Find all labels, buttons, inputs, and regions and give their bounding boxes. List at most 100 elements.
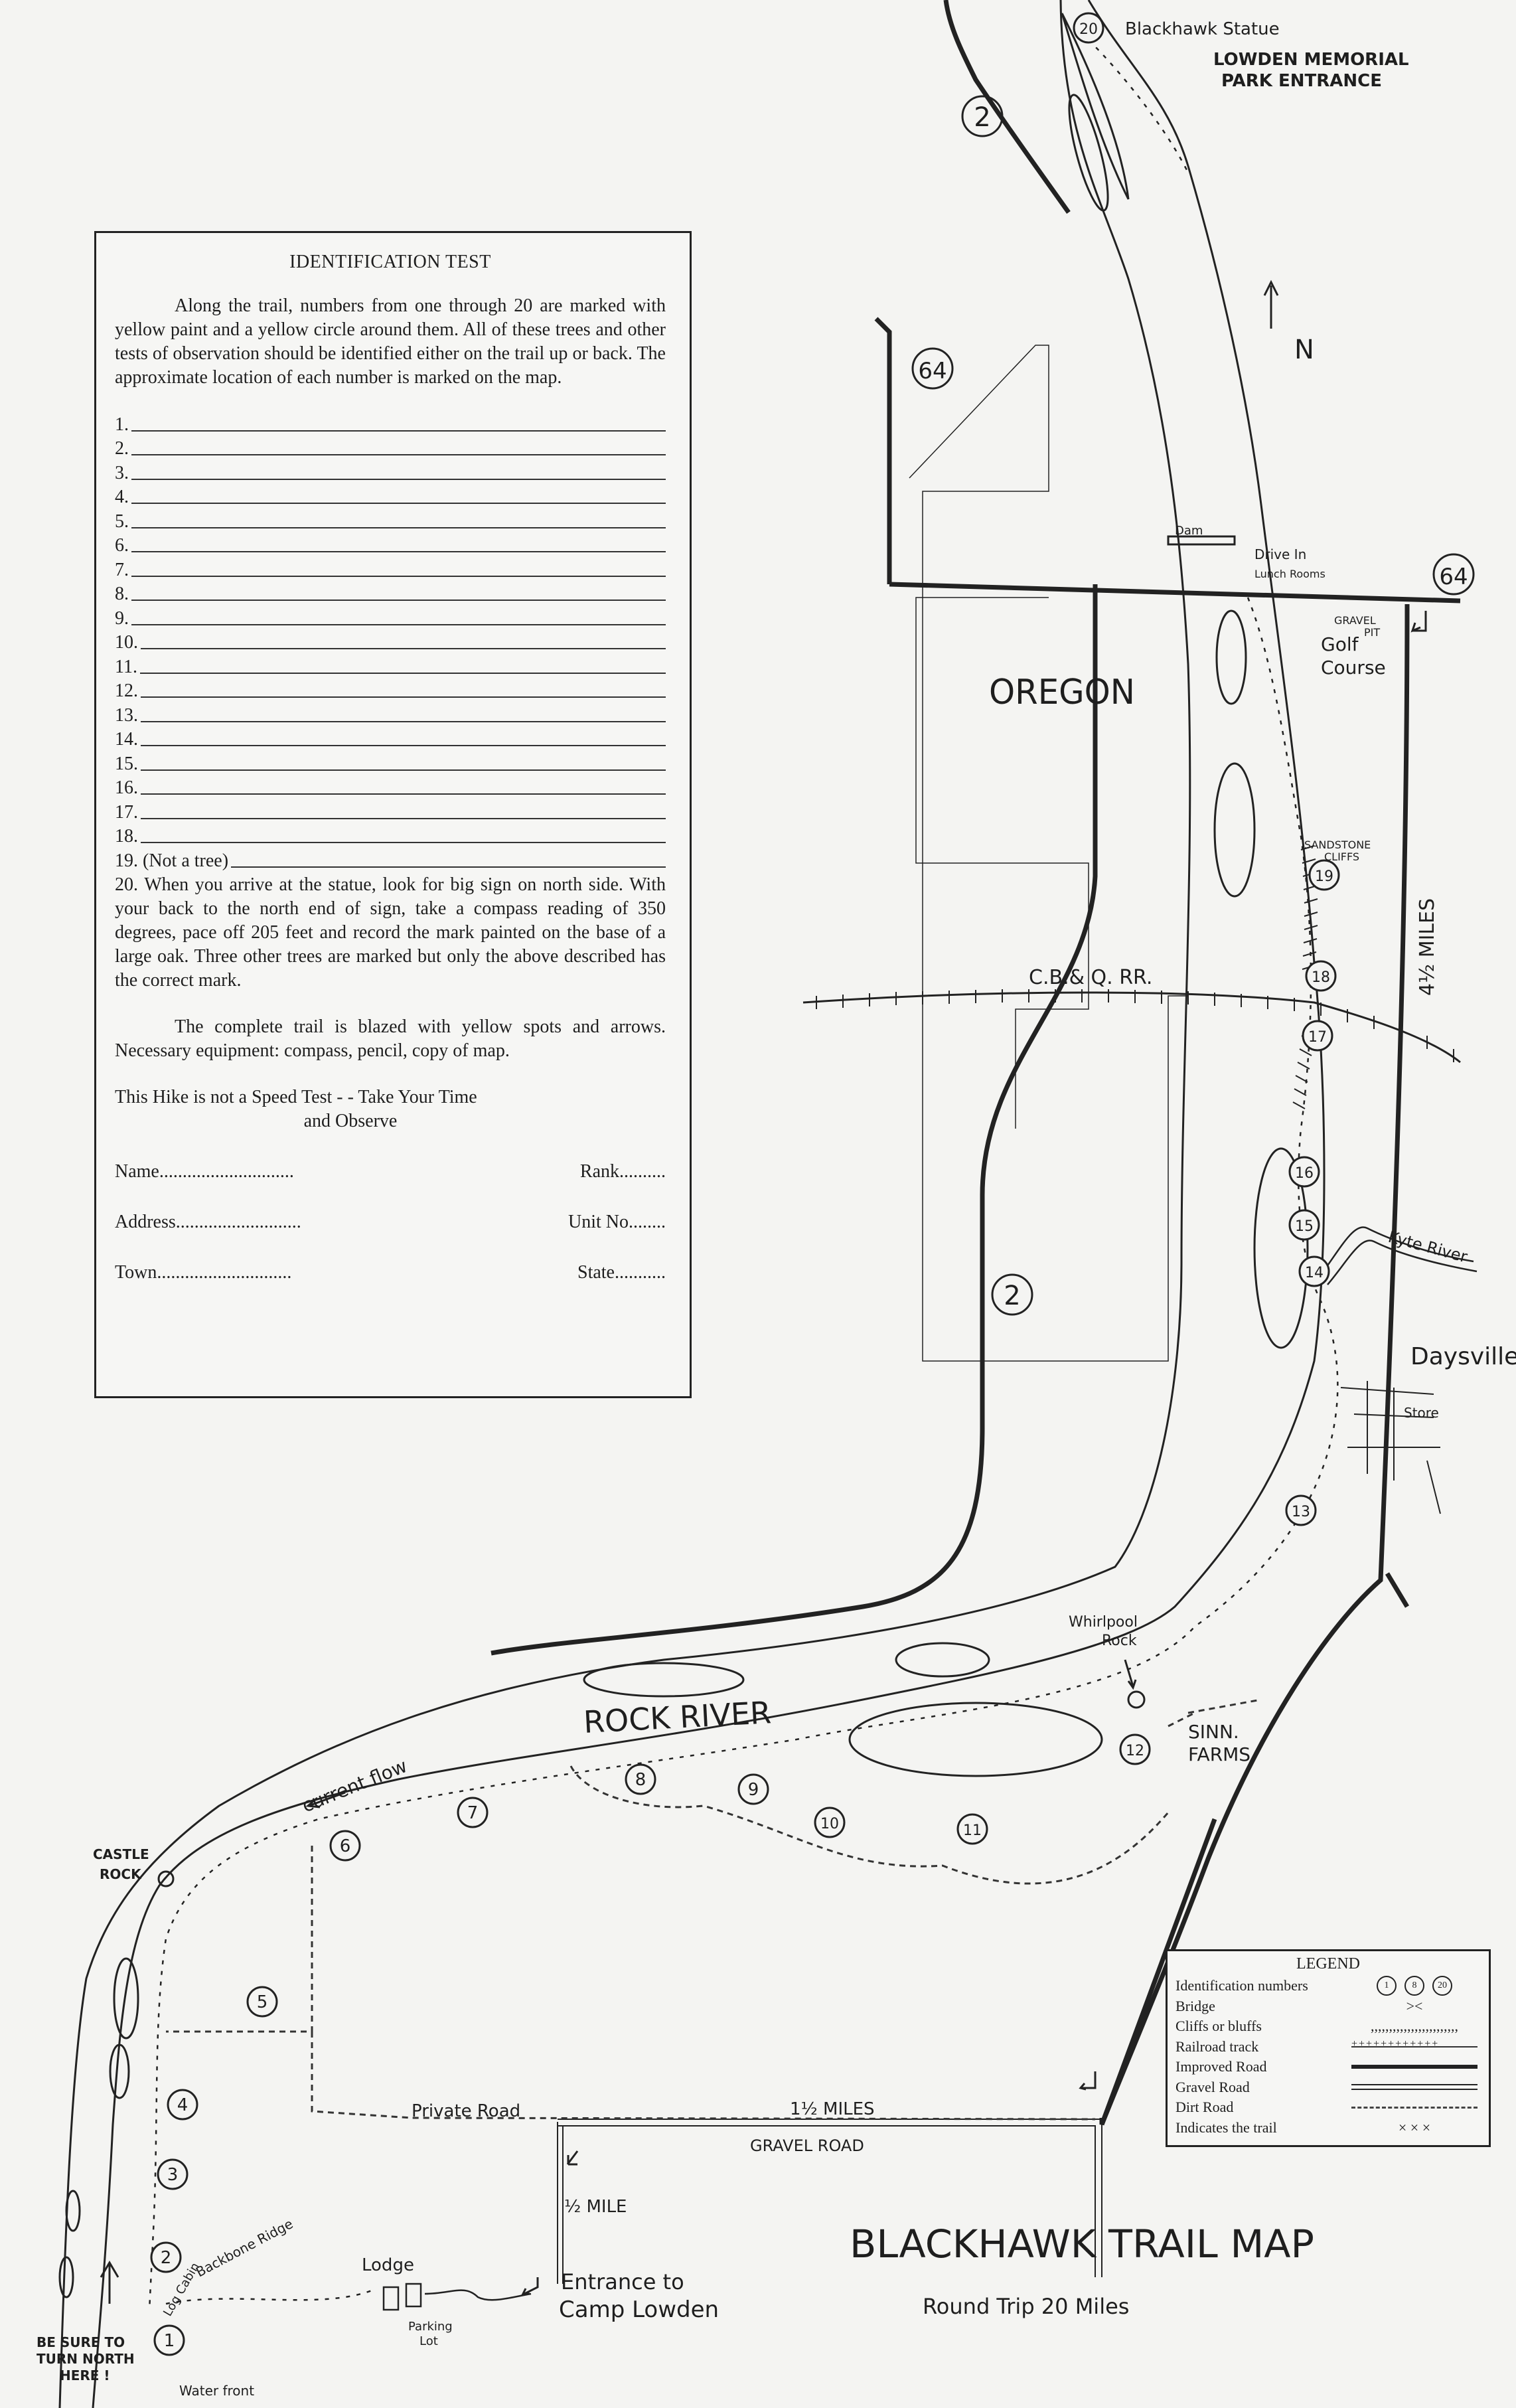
id-marker-circle — [1285, 1494, 1317, 1526]
id-marker-number: 8 — [635, 1770, 646, 1790]
answer-line[interactable]: 11. — [115, 655, 666, 679]
label-lodge: Lodge — [362, 2255, 414, 2275]
dam — [1167, 535, 1236, 546]
river-east-bank — [92, 0, 1326, 2408]
township-line — [909, 345, 1188, 1362]
east-road — [1099, 603, 1410, 2126]
answer-blank[interactable] — [131, 600, 666, 601]
label-gravel-road: GRAVEL ROAD — [750, 2136, 864, 2155]
id-marker-circle — [625, 1763, 656, 1795]
gravel-road-icon — [1351, 2084, 1478, 2091]
id-test-item-20: 20. When you arrive at the statue, look … — [115, 874, 666, 991]
label-half-mile: ½ MILE — [564, 2197, 627, 2217]
legend-title: LEGEND — [1296, 1955, 1360, 1972]
label-gravel-pit-2: PIT — [1364, 626, 1380, 639]
id-marker-number: 12 — [1126, 1743, 1144, 1759]
legend-row-cliffs: Cliffs or bluffs ,,,,,,,,,,,,,,,,,,,,,,,… — [1175, 2016, 1481, 2037]
answer-blank[interactable] — [131, 623, 666, 625]
id-marker-circle — [1305, 960, 1337, 992]
answer-blank[interactable] — [141, 769, 666, 771]
answer-line[interactable]: 12. — [115, 679, 666, 704]
improved-roads — [491, 0, 1461, 2126]
legend-label: Dirt Road — [1175, 2099, 1234, 2116]
id-test-intro: Along the trail, numbers from one throug… — [115, 295, 666, 388]
answer-list: 1.2.3.4.5.6.7.8.9.10.11.12.13.14.15.16.1… — [115, 412, 666, 873]
id-test-speed-line-1: This Hike is not a Speed Test - - Take Y… — [115, 1086, 477, 1107]
answer-line[interactable]: 17. — [115, 800, 666, 825]
answer-line[interactable]: 7. — [115, 558, 666, 582]
legend-label: Improved Road — [1175, 2058, 1267, 2075]
answer-blank[interactable] — [139, 672, 666, 674]
label-rock-river: ROCK RIVER — [583, 1694, 773, 1740]
town-field[interactable]: Town............................. — [115, 1261, 292, 1283]
answer-line[interactable]: 18. — [115, 825, 666, 849]
answer-blank[interactable] — [141, 793, 666, 795]
answer-line[interactable]: 5. — [115, 509, 666, 534]
answer-blank[interactable] — [131, 575, 666, 577]
label-drive-in-1: Drive In — [1254, 546, 1306, 562]
answer-blank[interactable] — [141, 696, 666, 698]
id-marker-number: 20 — [1079, 21, 1098, 38]
answer-line[interactable]: 3. — [115, 461, 666, 485]
lodge-area — [382, 2283, 532, 2311]
legend-circle-20: 20 — [1432, 1976, 1452, 1996]
label-golf-2: Course — [1321, 657, 1386, 679]
address-field[interactable]: Address........................... — [115, 1211, 301, 1232]
dirt-roads — [166, 1698, 1262, 2121]
answer-number: 9. — [115, 607, 129, 629]
legend-row-bridge: Bridge >< — [1175, 1996, 1481, 2017]
answer-line[interactable]: 15. — [115, 752, 666, 776]
answer-line[interactable]: 10. — [115, 631, 666, 655]
id-marker-circle — [150, 2241, 182, 2273]
answer-blank[interactable] — [131, 454, 666, 455]
answer-blank[interactable] — [131, 526, 666, 528]
direction-arrows — [100, 611, 1427, 2304]
id-marker-circle — [457, 1797, 489, 1828]
answer-blank[interactable] — [231, 866, 666, 868]
castle-rock-marker — [157, 1870, 175, 1887]
cbq-railroad — [802, 989, 1461, 1064]
label-golf-1: Golf — [1321, 633, 1359, 655]
state-field[interactable]: State........... — [577, 1261, 666, 1283]
answer-blank[interactable] — [141, 842, 666, 843]
east-road-lower — [1099, 1572, 1410, 2126]
trail-icon: × × × — [1398, 2119, 1431, 2136]
dirt-road-icon — [1351, 2106, 1478, 2109]
id-marker-number: 1 — [164, 2331, 175, 2351]
answer-line[interactable]: 2. — [115, 437, 666, 461]
answer-blank[interactable] — [141, 745, 666, 746]
legend-label: Gravel Road — [1175, 2078, 1250, 2095]
id-marker-number: 19 — [1315, 868, 1333, 885]
answer-blank[interactable] — [131, 503, 666, 504]
answer-line[interactable]: 6. — [115, 534, 666, 558]
trail-marks — [148, 39, 1339, 2311]
answer-blank[interactable] — [131, 478, 666, 480]
answer-line[interactable]: 14. — [115, 728, 666, 752]
answer-blank[interactable] — [141, 648, 666, 649]
answer-blank[interactable] — [141, 720, 666, 722]
answer-line[interactable]: 4. — [115, 485, 666, 510]
id-marker-number: 11 — [963, 1822, 982, 1839]
answer-blank[interactable] — [141, 817, 666, 819]
answer-number: 19. (Not a tree) — [115, 850, 229, 871]
route-64-road — [874, 317, 1461, 876]
north-arrow — [1263, 280, 1279, 329]
rank-field[interactable]: Rank.......... — [579, 1161, 666, 1182]
map-title: BLACKHAWK TRAIL MAP — [850, 2221, 1314, 2267]
label-four-half-miles: 4½ MILES — [1416, 898, 1439, 996]
answer-line[interactable]: 13. — [115, 703, 666, 728]
answer-line[interactable]: 9. — [115, 606, 666, 631]
answer-blank[interactable] — [131, 430, 666, 432]
answer-line[interactable]: 19. (Not a tree) — [115, 848, 666, 873]
id-marker-circle — [153, 2324, 185, 2356]
answer-number: 8. — [115, 584, 129, 604]
answer-line[interactable]: 8. — [115, 582, 666, 607]
answer-line[interactable]: 16. — [115, 776, 666, 801]
answer-blank[interactable] — [131, 551, 666, 552]
answer-number: 14. — [115, 729, 138, 750]
answer-line[interactable]: 1. — [115, 412, 666, 437]
name-field[interactable]: Name............................. — [115, 1161, 294, 1182]
id-marker-number: 18 — [1312, 969, 1330, 986]
river-west-bank — [58, 0, 1191, 2408]
unit-field[interactable]: Unit No........ — [568, 1211, 666, 1232]
